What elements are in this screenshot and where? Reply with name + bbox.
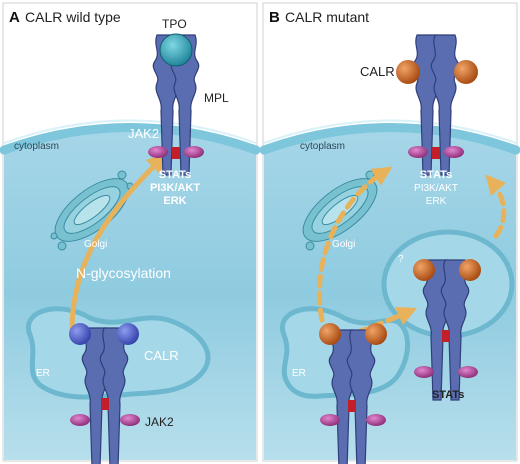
pathway-arrow-b3 bbox=[485, 174, 507, 239]
jak2-bottom-a bbox=[70, 414, 140, 426]
calr-wt-right bbox=[117, 323, 139, 345]
panel-a-letter: A bbox=[9, 9, 20, 26]
jak2-vesicle-b bbox=[414, 366, 478, 378]
calr-mut-top-left bbox=[396, 60, 420, 84]
calr-mut-vesicle-left bbox=[413, 259, 435, 281]
panel-b-title: CALR mutant bbox=[285, 9, 369, 25]
mpl-receptor-er-b bbox=[328, 329, 376, 464]
mpl-receptor-a bbox=[152, 34, 200, 176]
cell-membrane-b bbox=[259, 123, 520, 155]
stats-label-a: STATs bbox=[159, 169, 191, 181]
jak2-er-b bbox=[320, 414, 386, 426]
mpl-receptor-vesicle-b bbox=[422, 259, 470, 401]
cell-cytoplasm-a bbox=[4, 127, 256, 460]
nglycosylation-label: N-glycosylation bbox=[76, 265, 171, 281]
golgi-label-a: Golgi bbox=[84, 239, 107, 250]
tpo-label: TPO bbox=[162, 17, 187, 31]
erk-label-b: ERK bbox=[426, 196, 447, 207]
pi3k-label-b: PI3K/AKT bbox=[414, 183, 458, 194]
calr-mut-vesicle-right bbox=[459, 259, 481, 281]
jak2-bottom-label: JAK2 bbox=[145, 415, 174, 429]
stats-bottom-label-b: STATs bbox=[432, 389, 464, 401]
panel-a-title: CALR wild type bbox=[25, 9, 121, 25]
jak2-top-label: JAK2 bbox=[128, 126, 159, 141]
er-label-a: ER bbox=[36, 368, 50, 379]
question-mark-label: ? bbox=[398, 254, 404, 265]
pi3k-label-a: PI3K/AKT bbox=[150, 182, 200, 194]
mpl-label: MPL bbox=[204, 91, 229, 105]
cytoplasm-label-b: cytoplasm bbox=[300, 141, 345, 152]
pathway-arrow-a bbox=[69, 152, 168, 333]
calr-mut-er-right bbox=[365, 323, 387, 345]
panel-b-letter: B bbox=[269, 9, 280, 26]
cell-membrane-a bbox=[0, 123, 261, 155]
golgi-label-b: Golgi bbox=[332, 239, 355, 250]
tpo-ligand bbox=[159, 33, 193, 67]
stats-label-b: STATs bbox=[420, 169, 452, 181]
panel-b: B CALR mutant CALR cytoplasm STATs PI3K/… bbox=[259, 2, 520, 464]
jak2-top-a bbox=[148, 146, 204, 158]
calr-wt-left bbox=[69, 323, 91, 345]
cytoplasm-label-a: cytoplasm bbox=[14, 141, 59, 152]
panel-a: A CALR wild type TPO MPL cytoplasm JAK2 … bbox=[0, 2, 261, 464]
golgi-a bbox=[50, 170, 134, 251]
erk-label-a: ERK bbox=[163, 195, 186, 207]
jak2-top-b bbox=[408, 146, 464, 158]
er-label-b: ER bbox=[292, 368, 306, 379]
calr-mut-top-right bbox=[454, 60, 478, 84]
calr-label-b: CALR bbox=[360, 64, 395, 79]
mpl-receptor-b bbox=[412, 34, 460, 176]
pathway-arrow-b1 bbox=[316, 166, 393, 323]
calr-mut-er-left bbox=[319, 323, 341, 345]
mpl-receptor-er-a bbox=[81, 327, 129, 464]
calr-label-a: CALR bbox=[144, 348, 179, 363]
